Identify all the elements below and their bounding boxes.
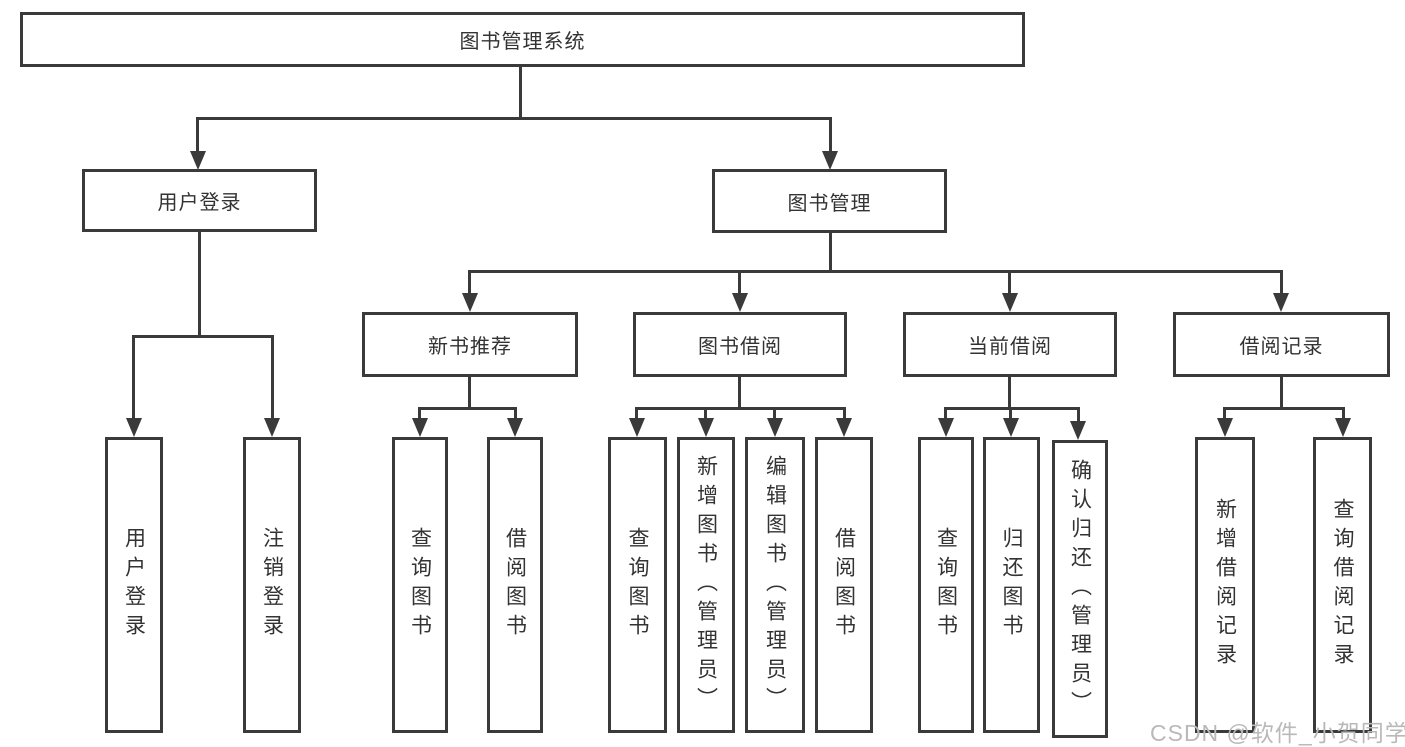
connector-arrow-stem-cb-query: [944, 407, 947, 421]
arrowhead-book-borrow: [732, 293, 748, 312]
node-new-book-rec-label: 新书推荐: [428, 336, 512, 358]
connector-arrow-stem-book-borrow: [738, 270, 741, 295]
connector-arrow-stem-bb-add: [704, 407, 707, 421]
leaf-logout: 注销登录: [243, 437, 301, 733]
connector-arrow-stem-new-book-rec: [468, 270, 471, 295]
node-user-login-label: 用户登录: [157, 192, 242, 214]
node-root-label: 图书管理系统: [459, 31, 586, 53]
connector-borrow-records-stem: [1280, 377, 1283, 410]
leaf-current-borrow-return-books-label: 归还图书: [1000, 527, 1023, 643]
connector-arrow-stem-borrow-records: [1280, 270, 1283, 295]
leaf-book-borrow-add-books-admin: 新增图书（管理员）: [677, 437, 735, 733]
leaf-book-borrow-borrow-books: 借阅图书: [815, 437, 873, 733]
connector-arrow-stem-logout: [271, 335, 274, 420]
connector-user-login-stem: [198, 232, 201, 338]
leaf-book-borrow-edit-books-admin: 编辑图书（管理员）: [745, 437, 805, 733]
node-borrow-records-label: 借阅记录: [1239, 336, 1324, 358]
arrowhead-login: [126, 418, 142, 437]
connector-arrow-stem-bb-query: [635, 407, 638, 421]
arrowhead-nb-borrow: [507, 418, 523, 437]
leaf-book-borrow-add-books-admin-label: 新增图书（管理员）: [694, 454, 718, 716]
leaf-logout-label: 注销登录: [260, 527, 284, 643]
arrowhead-bb-query: [629, 418, 645, 437]
connector-arrow-stem-login: [132, 335, 135, 420]
connector-borrow-records-split: [1223, 407, 1345, 410]
leaf-book-borrow-query-books-label: 查询图书: [626, 527, 649, 643]
leaf-current-borrow-confirm-return-admin-label: 确认归还（管理员）: [1068, 458, 1092, 720]
arrowhead-br-add: [1217, 418, 1233, 437]
arrowhead-cb-return: [1003, 418, 1019, 437]
connector-level1-horizontal: [197, 117, 832, 120]
arrowhead-bb-add: [698, 418, 714, 437]
connector-book-borrow-stem: [738, 377, 741, 410]
connector-arrow-stem-cb-confirm: [1077, 407, 1080, 424]
leaf-current-borrow-confirm-return-admin: 确认归还（管理员）: [1052, 440, 1108, 738]
connector-user-login-split: [132, 335, 274, 338]
node-book-borrow: 图书借阅: [633, 312, 847, 377]
arrowhead-bb-edit: [767, 418, 783, 437]
leaf-user-login: 用户登录: [105, 437, 163, 733]
arrowhead-new-book-rec: [462, 293, 478, 312]
node-book-borrow-label: 图书借阅: [698, 336, 782, 358]
arrowhead-cb-query: [938, 418, 954, 437]
connector-current-borrow-split: [944, 407, 1080, 410]
leaf-borrow-records-add-record: 新增借阅记录: [1195, 437, 1255, 733]
leaf-book-borrow-edit-books-admin-label: 编辑图书（管理员）: [763, 454, 787, 716]
arrowhead-current-borrow: [1002, 293, 1018, 312]
leaf-new-book-query-books-label: 查询图书: [408, 527, 432, 643]
arrowhead-br-query: [1335, 418, 1351, 437]
leaf-borrow-records-query-record: 查询借阅记录: [1313, 437, 1372, 733]
node-user-login: 用户登录: [82, 169, 317, 232]
connector-root-stem: [519, 67, 522, 118]
connector-current-borrow-stem: [1008, 377, 1011, 410]
connector-arrow-stem-br-query: [1342, 407, 1345, 421]
connector-arrow-stem-br-add: [1223, 407, 1226, 421]
connector-new-book-rec-split: [418, 407, 517, 410]
connector-new-book-rec-stem: [468, 377, 471, 410]
connector-arrow-stem-nb-query: [418, 407, 421, 421]
node-root-library-management-system: 图书管理系统: [20, 12, 1025, 67]
leaf-borrow-records-query-record-label: 查询借阅记录: [1331, 498, 1354, 672]
connector-book-mgmt-stem: [829, 233, 832, 273]
arrowhead-user-login: [190, 151, 206, 170]
node-current-borrow-label: 当前借阅: [968, 336, 1052, 358]
connector-level2-horizontal: [469, 270, 1283, 273]
leaf-new-book-borrow-books: 借阅图书: [487, 437, 543, 733]
leaf-user-login-label: 用户登录: [122, 527, 146, 643]
node-new-book-rec: 新书推荐: [362, 312, 578, 377]
connector-book-borrow-split: [635, 407, 846, 410]
leaf-current-borrow-return-books: 归还图书: [983, 437, 1040, 733]
leaf-book-borrow-query-books: 查询图书: [608, 437, 667, 733]
leaf-current-borrow-query-books-label: 查询图书: [934, 527, 958, 643]
watermark: CSDN @软件_小贺同学: [1150, 720, 1405, 746]
arrowhead-book-mgmt: [822, 151, 838, 170]
leaf-new-book-borrow-books-label: 借阅图书: [503, 527, 527, 643]
leaf-new-book-query-books: 查询图书: [392, 437, 448, 733]
leaf-book-borrow-borrow-books-label: 借阅图书: [832, 527, 856, 643]
node-book-mgmt-label: 图书管理: [787, 192, 872, 215]
connector-arrow-stem-cb-return: [1009, 407, 1012, 421]
node-current-borrow: 当前借阅: [903, 312, 1117, 377]
leaf-borrow-records-add-record-label: 新增借阅记录: [1213, 498, 1237, 672]
connector-arrow-stem-current-borrow: [1008, 270, 1011, 295]
arrowhead-nb-query: [412, 418, 428, 437]
arrowhead-bb-borrow: [836, 418, 852, 437]
connector-arrow-stem-book-mgmt: [829, 117, 832, 153]
connector-arrow-stem-nb-borrow: [514, 407, 517, 421]
connector-arrow-stem-bb-edit: [773, 407, 776, 421]
arrowhead-borrow-records: [1273, 293, 1289, 312]
leaf-current-borrow-query-books: 查询图书: [918, 437, 974, 733]
arrowhead-logout: [264, 418, 280, 437]
node-borrow-records: 借阅记录: [1173, 312, 1390, 377]
node-book-mgmt: 图书管理: [712, 169, 947, 233]
connector-arrow-stem-user-login: [196, 117, 199, 153]
connector-arrow-stem-bb-borrow: [843, 407, 846, 421]
arrowhead-cb-confirm: [1070, 421, 1086, 440]
